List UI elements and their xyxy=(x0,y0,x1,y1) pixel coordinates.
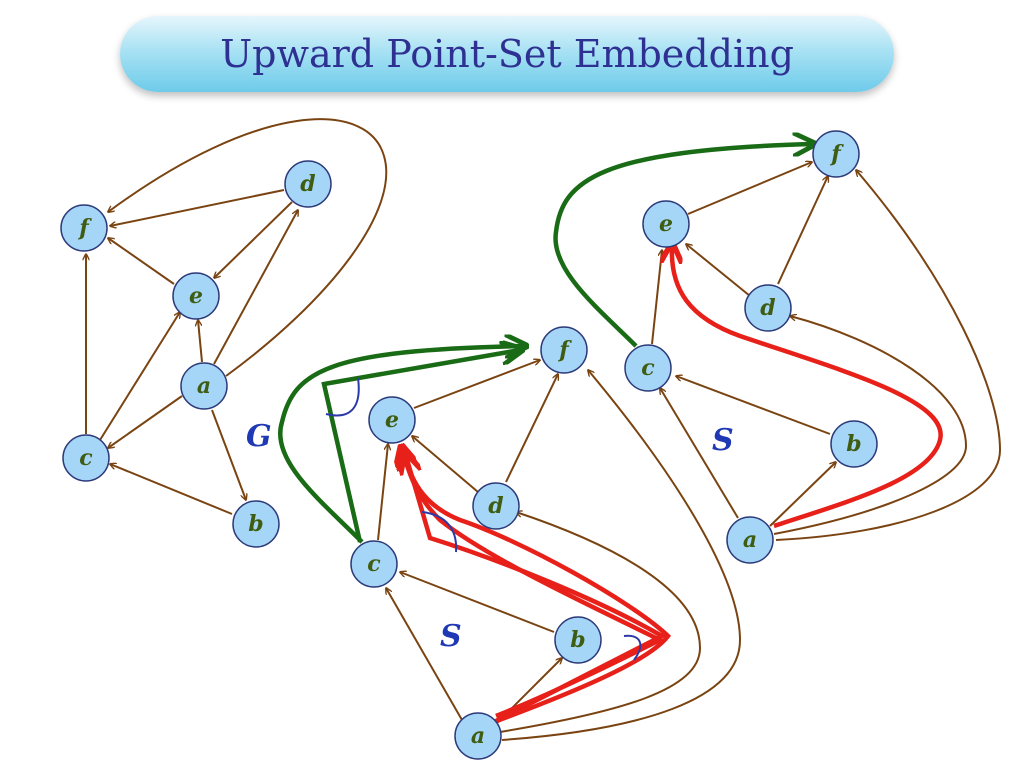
green-edge-c-f xyxy=(553,144,812,348)
svg-text:f: f xyxy=(829,141,844,167)
svg-text:b: b xyxy=(248,511,263,537)
right-node-a: a xyxy=(726,516,774,564)
edge-d-e xyxy=(412,436,479,493)
edge-c-e xyxy=(99,312,180,441)
svg-text:c: c xyxy=(367,551,381,577)
edge-b-c xyxy=(110,464,233,515)
edge-e-f xyxy=(108,238,175,285)
svg-text:a: a xyxy=(743,527,757,553)
svg-text:c: c xyxy=(79,445,93,471)
edge-c-e xyxy=(377,444,388,541)
angle-mark-top xyxy=(325,377,360,417)
svg-text:d: d xyxy=(488,493,503,519)
svg-text:c: c xyxy=(641,355,655,381)
angle-mark-left xyxy=(421,511,458,553)
red-path-a-e-1 xyxy=(406,456,667,725)
right-node-b: b xyxy=(830,420,878,468)
edge-b-c xyxy=(400,572,555,633)
left-node-e: e xyxy=(172,272,220,320)
label-S-middle: S xyxy=(440,619,462,654)
edge-a-d xyxy=(213,210,298,365)
mid-node-d: d xyxy=(472,482,520,530)
label-G: G xyxy=(246,419,272,454)
left-node-f: f xyxy=(60,204,108,252)
mid-node-f: f xyxy=(540,326,588,374)
svg-text:b: b xyxy=(570,627,585,653)
middle-graph: G S f e d c b a xyxy=(246,326,742,760)
label-S-right: S xyxy=(712,423,734,458)
svg-text:e: e xyxy=(189,283,203,309)
edge-d-e xyxy=(214,201,293,278)
edge-a-c xyxy=(108,395,183,448)
edge-a-f xyxy=(501,370,742,741)
right-node-e: e xyxy=(642,200,690,248)
left-node-d: d xyxy=(284,160,332,208)
svg-text:f: f xyxy=(77,215,92,241)
mid-node-a: a xyxy=(454,712,502,760)
red-path-a-e-2 xyxy=(404,452,672,725)
left-graph: f d e a c b xyxy=(60,118,388,548)
svg-text:f: f xyxy=(557,337,572,363)
left-node-b: b xyxy=(232,500,280,548)
edge-d-f xyxy=(777,176,828,285)
edge-d-f xyxy=(110,189,285,226)
edge-e-f xyxy=(687,162,812,215)
angle-mark-right xyxy=(623,634,642,661)
edge-a-f xyxy=(108,118,388,377)
edge-a-b xyxy=(211,409,246,500)
edge-a-c xyxy=(386,588,463,721)
slide-title: Upward Point-Set Embedding xyxy=(220,32,794,76)
red-path-a-e-3 xyxy=(402,448,666,719)
edge-d-e xyxy=(686,244,751,297)
edge-a-f xyxy=(775,170,1002,541)
right-graph: S f e d c b a xyxy=(553,130,1002,564)
left-node-c: c xyxy=(62,434,110,482)
right-node-d: d xyxy=(744,284,792,332)
svg-text:e: e xyxy=(659,211,673,237)
mid-node-e: e xyxy=(368,396,416,444)
edge-a-e xyxy=(198,320,203,363)
edge-a-c xyxy=(660,388,739,519)
green-edge-c-f-straight xyxy=(321,350,520,543)
svg-text:d: d xyxy=(300,171,315,197)
svg-text:b: b xyxy=(846,431,861,457)
mid-node-b: b xyxy=(554,616,602,664)
right-node-c: c xyxy=(624,344,672,392)
edge-b-c xyxy=(676,376,831,435)
svg-text:e: e xyxy=(385,407,399,433)
red-path-a-e xyxy=(672,246,943,529)
edge-a-d xyxy=(499,512,702,733)
edge-a-d xyxy=(773,316,968,535)
edge-c-e xyxy=(651,250,662,345)
left-node-a: a xyxy=(180,362,228,410)
edge-a-b xyxy=(769,462,836,527)
edge-d-f xyxy=(505,374,558,483)
svg-text:a: a xyxy=(471,723,485,749)
edge-e-f xyxy=(413,360,540,409)
svg-text:a: a xyxy=(197,373,211,399)
green-edge-c-f xyxy=(278,346,524,544)
mid-node-c: c xyxy=(350,540,398,588)
title-banner: Upward Point-Set Embedding xyxy=(120,16,894,92)
right-node-f: f xyxy=(812,130,860,178)
svg-text:d: d xyxy=(760,295,775,321)
